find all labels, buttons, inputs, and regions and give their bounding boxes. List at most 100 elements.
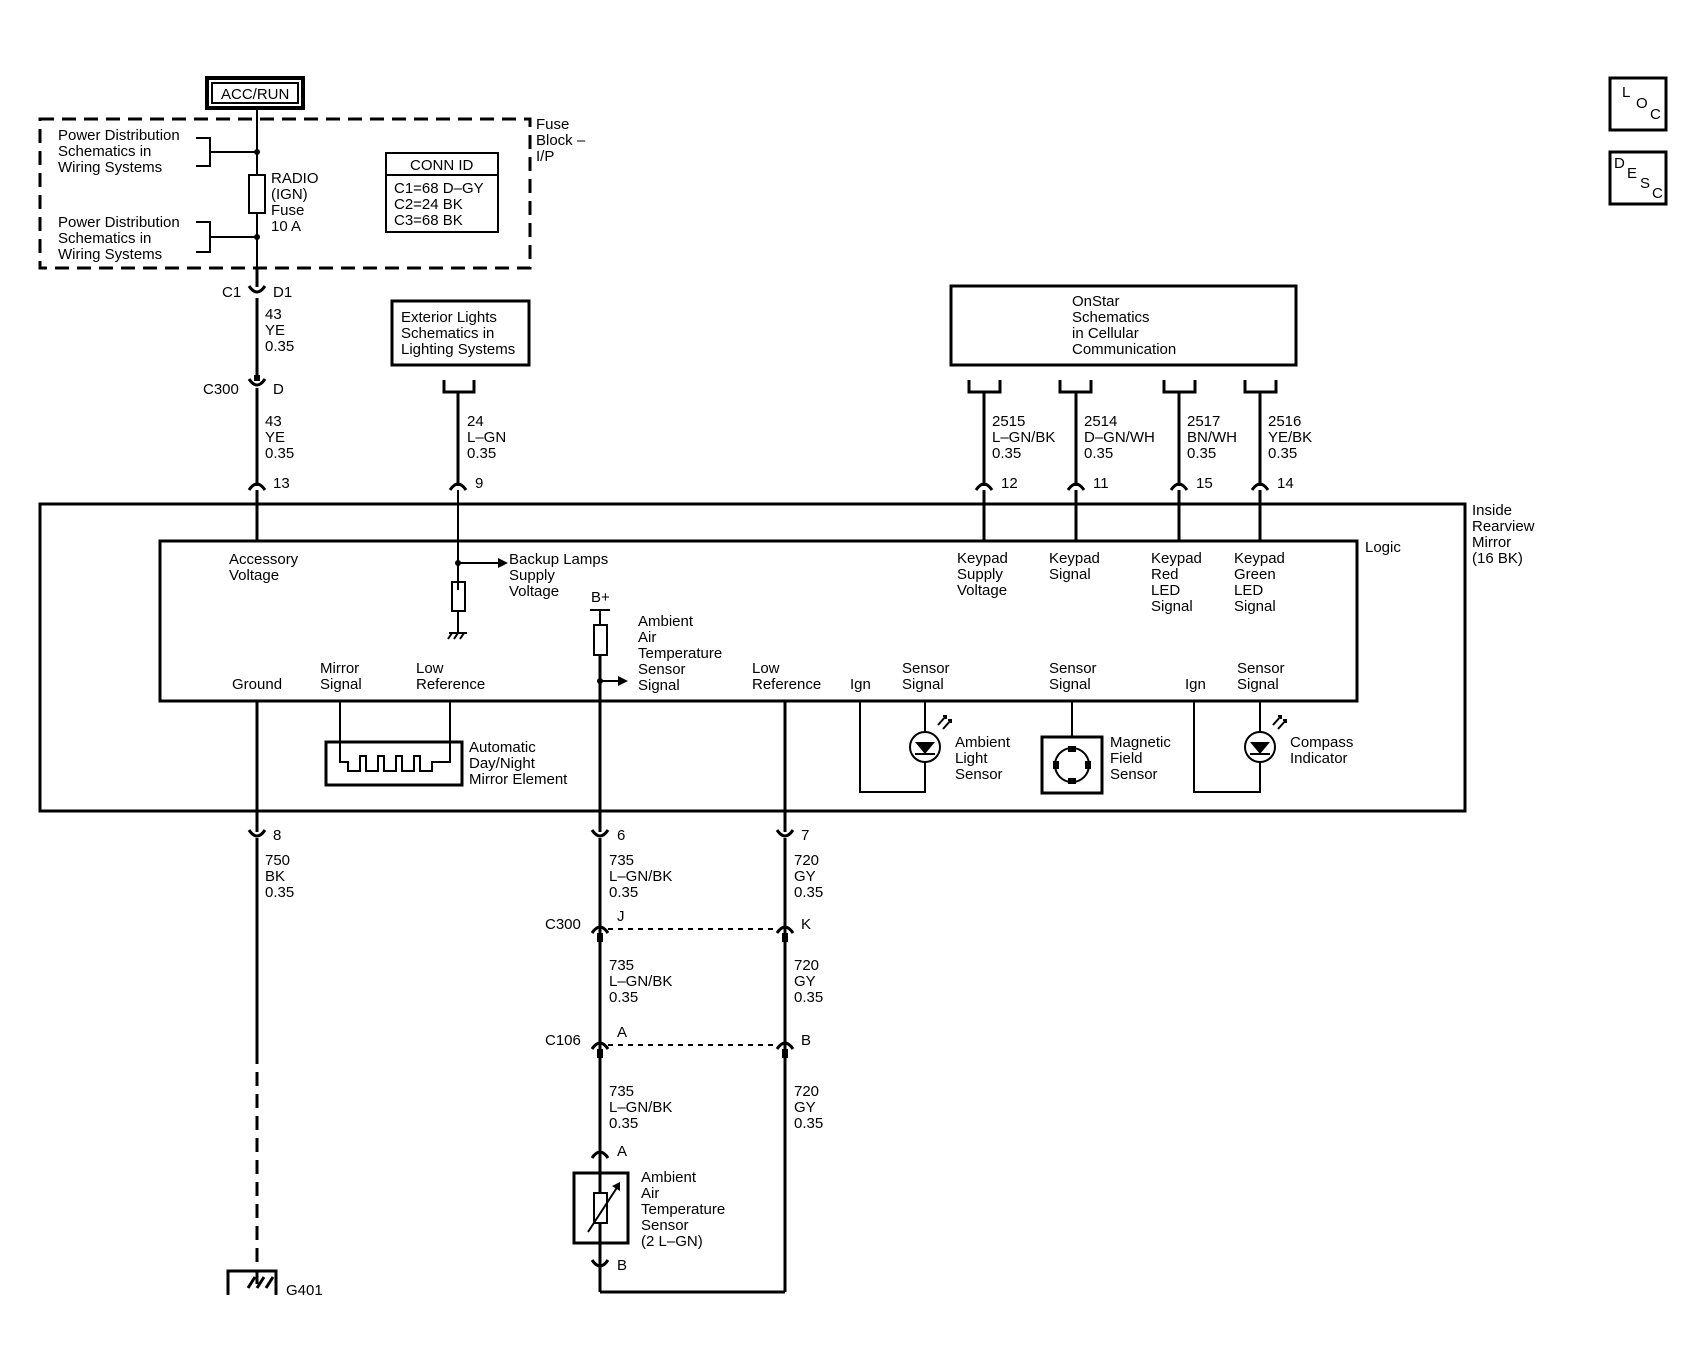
svg-text:YE: YE [265,429,285,446]
magnetic-field-sensor-icon [1040,701,1104,795]
pin-6: 6 [617,827,625,844]
pin-11: 11 [1093,475,1109,492]
radio-fuse-label: RADIO (IGN) Fuse 10 A [271,170,319,235]
pin-15: 15 [1196,475,1213,492]
svg-text:Low: Low [416,660,444,677]
ambient-air-temp-sensor-label: Ambient Air Temperature Sensor (2 L–GN) [641,1169,725,1250]
svg-text:2514: 2514 [1084,413,1117,430]
svg-text:10 A: 10 A [271,218,301,235]
svg-text:Inside: Inside [1472,502,1512,519]
svg-text:43: 43 [265,413,282,430]
svg-text:Signal: Signal [1049,566,1091,583]
b-plus-label: B+ [591,589,610,606]
svg-text:Temperature: Temperature [638,645,722,662]
exterior-lights-ref[interactable]: Exterior Lights Schematics in Lighting S… [390,299,531,394]
power-distribution-ref-2[interactable]: Power Distribution Schematics in Wiring … [58,214,257,263]
svg-text:C1=68 D–GY: C1=68 D–GY [394,180,484,197]
wire-720-a: 720 GY 0.35 [794,852,823,901]
svg-text:L–GN: L–GN [467,429,506,446]
c300-label-bottom: C300 [545,916,581,933]
mirror-signal-label: Mirror Signal [320,660,362,693]
pullup-resistor-icon [593,624,608,656]
fuse-block-outline [38,117,532,270]
wire-720-c: 720 GY 0.35 [794,1083,823,1132]
ambient-light-label: Ambient Light Sensor [955,734,1011,783]
wire-2515: 2515 L–GN/BK 0.35 [992,413,1055,462]
wire-735-c: 735 L–GN/BK 0.35 [609,1083,672,1132]
svg-text:Signal: Signal [902,676,944,693]
backup-lamps-label: Backup Lamps Supply Voltage [509,551,608,600]
svg-text:24: 24 [467,413,484,430]
ground-g401-icon [226,1269,278,1295]
svg-text:GY: GY [794,1099,816,1116]
svg-text:L–GN/BK: L–GN/BK [609,973,672,990]
svg-text:Sensor: Sensor [902,660,950,677]
pin-9: 9 [475,475,483,492]
wire-2517: 2517 BN/WH 0.35 [1187,413,1237,462]
svg-text:Power Distribution: Power Distribution [58,127,180,144]
svg-text:Field: Field [1110,750,1143,767]
svg-text:Signal: Signal [638,677,680,694]
svg-text:Sensor: Sensor [1049,660,1097,677]
wire-43-lower: 43 YE 0.35 [265,413,294,462]
inside-rearview-mirror-box [38,502,1467,813]
svg-text:Keypad: Keypad [957,550,1008,567]
svg-text:Reference: Reference [416,676,485,693]
ign-label-2: Ign [1185,676,1206,693]
svg-text:YE: YE [265,322,285,339]
svg-text:Air: Air [641,1185,659,1202]
svg-text:Sensor: Sensor [638,661,686,678]
svg-text:(2 L–GN): (2 L–GN) [641,1233,703,1250]
wire-735-a: 735 L–GN/BK 0.35 [609,852,672,901]
sensor-signal-label-1: Sensor Signal [902,660,950,693]
svg-text:720: 720 [794,1083,819,1100]
magnetic-field-label: Magnetic Field Sensor [1110,734,1171,783]
wire-43-upper: 43 YE 0.35 [265,306,294,355]
compass-indicator-label: Compass Indicator [1290,734,1353,767]
desc-icon-c: C [1652,185,1663,202]
svg-text:Signal: Signal [1237,676,1279,693]
sensor-pin-b: B [617,1257,627,1274]
svg-text:L–GN/BK: L–GN/BK [609,1099,672,1116]
connector-c106 [590,1041,795,1058]
svg-text:Supply: Supply [509,567,555,584]
svg-text:Ambient: Ambient [641,1169,697,1186]
loc-icon-c: C [1650,106,1661,123]
svg-text:Sensor: Sensor [955,766,1003,783]
wire-2516: 2516 YE/BK 0.35 [1268,413,1312,462]
loc-icon[interactable]: L O C [1608,76,1668,132]
svg-text:Signal: Signal [320,676,362,693]
svg-text:0.35: 0.35 [794,884,823,901]
accessory-voltage-label: Accessory Voltage [229,551,299,584]
radio-fuse-icon [248,174,266,214]
svg-text:Temperature: Temperature [641,1201,725,1218]
fuse-block-label: Fuse Block – I/P [536,116,586,165]
svg-text:BK: BK [265,868,285,885]
onstar-ref[interactable]: OnStar Schematics in Cellular Communicat… [949,284,1298,367]
top-pin-connectors [247,482,1270,491]
svg-text:Block –: Block – [536,132,586,149]
desc-icon[interactable]: D E S C [1608,150,1668,206]
svg-text:0.35: 0.35 [265,338,294,355]
power-distribution-ref-1[interactable]: Power Distribution Schematics in Wiring … [58,127,257,176]
bottom-pin-connectors [247,829,795,838]
c300-j-label: J [617,908,625,925]
ambient-signal-arrow-icon [618,676,628,686]
svg-text:Accessory: Accessory [229,551,299,568]
desc-icon-d: D [1614,155,1625,172]
svg-text:D–GN/WH: D–GN/WH [1084,429,1155,446]
loc-icon-o: O [1636,95,1648,112]
svg-text:in Cellular: in Cellular [1072,325,1139,342]
mirror-element-icon [324,740,464,787]
ambient-air-signal-label: Ambient Air Temperature Sensor Signal [638,613,722,694]
svg-text:Sensor: Sensor [1110,766,1158,783]
svg-text:Mirror: Mirror [320,660,359,677]
desc-icon-s: S [1640,175,1650,192]
desc-icon-e: E [1627,165,1637,182]
svg-text:Fuse: Fuse [271,202,304,219]
wire-2514: 2514 D–GN/WH 0.35 [1084,413,1155,462]
svg-text:Schematics in: Schematics in [58,143,151,160]
conn-id-table: CONN ID C1=68 D–GY C2=24 BK C3=68 BK [385,152,499,233]
